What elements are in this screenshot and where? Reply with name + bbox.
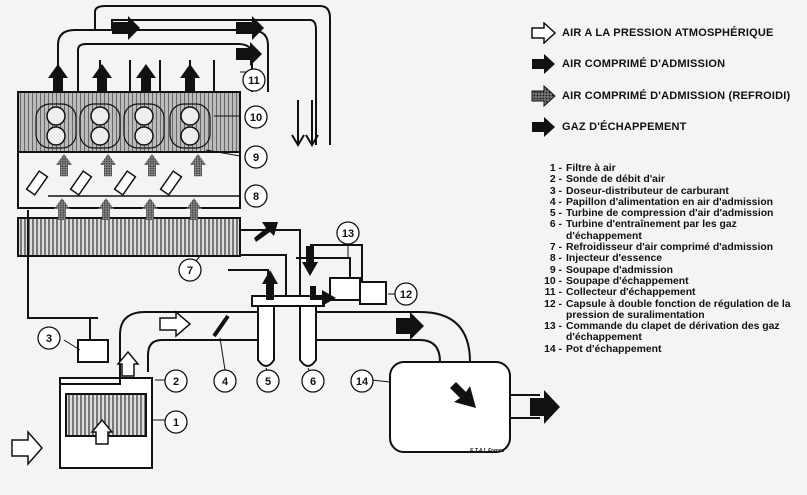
part-number: 1 - [549,163,562,174]
intercooler [17,217,241,257]
part-label: Pot d'échappement [566,343,662,355]
callout-7 [178,258,202,282]
part-item: 9 - Soupape d'admission [536,265,804,276]
part-item: 8 - Injecteur d'essence [536,253,804,264]
callout-10 [244,105,268,129]
solid-arrow-icon [532,117,555,137]
atm-air-arrows [11,350,140,466]
svg-text:10: 10 [250,112,262,124]
exhaust-down-arrows [291,100,319,147]
svg-text:4: 4 [222,376,229,388]
callout-9 [244,145,268,169]
part-label: Soupape d'admission [566,264,673,276]
leader-lines [63,71,396,421]
part-number: 7 - [549,242,562,254]
part-number: 10 - [544,275,562,287]
part-label: Commande du clapet de dérivation des gaz… [566,321,780,344]
part-item: 5 - Turbine de compression d'air d'admiss… [536,208,804,219]
callout-11 [242,68,266,92]
turbo-arrows [254,222,336,306]
callout-13 [336,221,360,245]
part-item: 7 - Refroidisseur d'air comprimé d'admiss… [536,242,804,253]
svg-text:6: 6 [310,376,316,388]
part-number: 9 - [549,264,562,276]
callout-2 [164,369,188,393]
part-label: Turbine de compression d'air d'admission [566,208,774,220]
svg-text:12: 12 [400,289,412,301]
legend-item-atmospheric: AIR A LA PRESSION ATMOSPHÉRIQUE [530,22,774,44]
svg-text:8: 8 [253,191,259,203]
part-item: 11 - Collecteur d'échappement [536,287,804,298]
svg-text:2: 2 [173,376,179,388]
svg-text:9: 9 [253,152,259,164]
exhaust-arrows [396,312,560,424]
part-number: 3 - [549,185,562,197]
part-item: 4 - Papillon d'alimentation en air d'admi… [536,197,804,208]
part-number: 4 - [549,196,562,208]
svg-text:1: 1 [173,417,179,429]
callout-1 [164,410,188,434]
legend-item-compressed: AIR COMPRIMÉ D'ADMISSION [530,53,725,75]
part-label: Injecteur d'essence [566,253,663,265]
callout-4 [213,369,237,393]
callout-5 [256,369,280,393]
part-label: Filtre à air [566,163,616,174]
part-label: Papillon d'alimentation en air d'admissi… [566,196,774,208]
legend-label: AIR COMPRIMÉ D'ADMISSION (REFROIDI) [562,90,791,102]
part-item: 14 - Pot d'échappement [536,344,804,355]
callout-14 [350,369,374,393]
part-number: 2 - [549,174,562,186]
svg-text:11: 11 [248,75,260,87]
legend-item-cooled: AIR COMPRIMÉ D'ADMISSION (REFROIDI) [530,85,790,107]
solid-arrow-icon [532,54,555,74]
intake-arrows [48,16,264,220]
svg-text:7: 7 [187,265,193,277]
callout-3 [37,326,61,350]
part-label: Refroidisseur d'air comprimé d'admission [566,242,774,254]
air-filter [59,339,153,469]
legend-item-exhaust: GAZ D'ÉCHAPPEMENT [530,116,687,138]
callout-8 [244,184,268,208]
dotted-arrow-icon [531,85,556,107]
part-number: 12 - [544,298,562,310]
outline-arrow-icon [531,22,556,44]
part-item: 12 - Capsule à double fonction de régulat… [536,299,804,322]
part-number: 13 - [544,321,562,333]
callout-6 [301,369,325,393]
part-number: 14 - [544,343,562,355]
part-item: 3 - Doseur-distributeur de carburant [536,186,804,197]
part-number: 8 - [549,253,562,265]
intake-pipe [27,210,258,372]
throttle-valve [212,314,230,338]
exhaust-pipe [316,311,540,453]
part-item: 10 - Soupape d'échappement [536,276,804,287]
part-item: 13 - Commande du clapet de dérivation des… [536,321,804,344]
part-number: 11 - [544,287,562,299]
legend-label: AIR A LA PRESSION ATMOSPHÉRIQUE [562,27,774,39]
part-number: 6 - [549,219,562,231]
part-item: 1 - Filtre à air [536,163,804,174]
callouts: 1 2 3 4 5 6 7 8 9 10 11 12 13 14 [37,68,418,434]
part-item: 2 - Sonde de débit d'air [536,174,804,185]
part-label: Collecteur d'échappement [566,287,696,299]
svg-text:5: 5 [265,376,271,388]
part-label: Soupape d'échappement [566,275,689,287]
part-item: 6 - Turbine d'entraînement par les gaz d'… [536,219,804,242]
legend-label: AIR COMPRIMÉ D'ADMISSION [562,58,726,70]
part-number: 5 - [549,208,562,220]
callout-12 [394,282,418,306]
svg-text:3: 3 [46,333,52,345]
part-label: Capsule à double fonction de régulation … [566,298,791,321]
part-label: Turbine d'entraînement par les gaz d'éch… [566,219,737,242]
svg-text:13: 13 [342,228,354,240]
credit: E.T.A.I. France [470,448,505,454]
part-label: Doseur-distributeur de carburant [566,185,729,197]
part-label: Sonde de débit d'air [566,174,665,186]
legend-label: GAZ D'ÉCHAPPEMENT [562,121,687,133]
svg-text:14: 14 [356,376,369,388]
atm-air-arrow-pipe [159,310,192,338]
